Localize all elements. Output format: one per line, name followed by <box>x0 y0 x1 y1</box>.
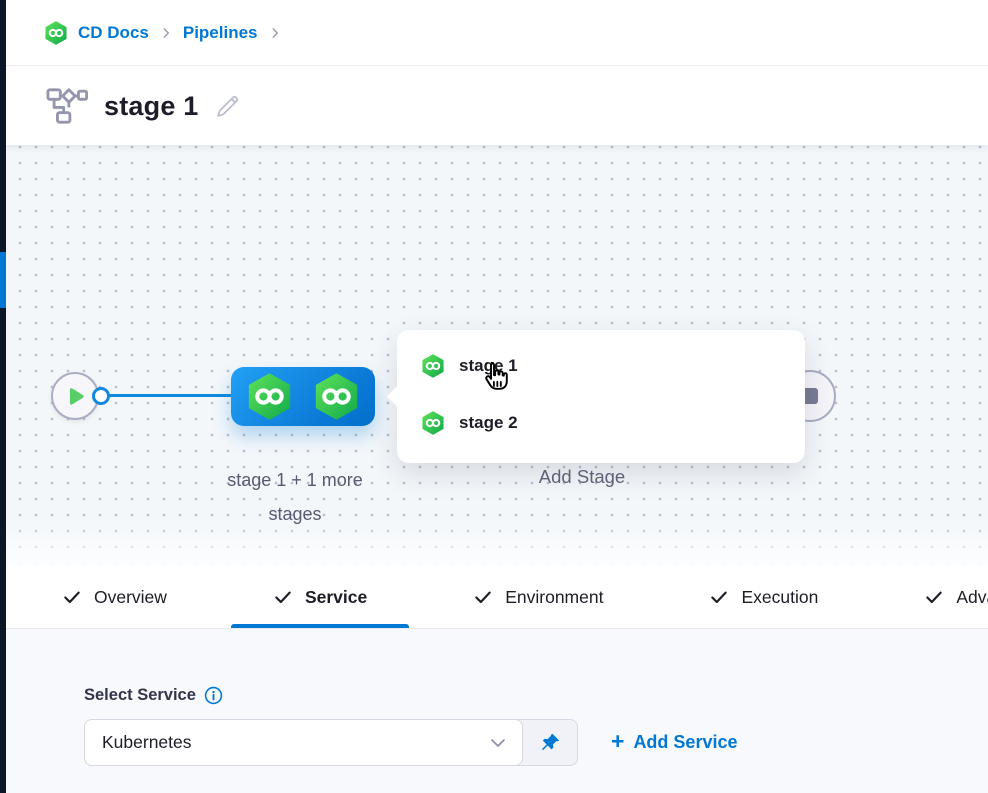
popover-item-stage-1[interactable]: stage 1 <box>421 351 805 381</box>
stage-config-tabs: Overview Service Environment Execution A… <box>6 566 988 629</box>
stage-group-node[interactable] <box>231 367 375 426</box>
plus-icon: + <box>611 728 625 754</box>
service-select-widget: Kubernetes <box>84 719 578 766</box>
popover-arrow <box>386 385 409 408</box>
stage-hexagon-icon <box>421 354 445 378</box>
popover-item-label: stage 2 <box>459 413 518 432</box>
stage-hexagon-icon <box>246 373 293 420</box>
stage-list-popover: stage 1 stage 2 <box>386 330 805 463</box>
pencil-icon[interactable] <box>214 93 241 120</box>
stage-hexagon-icon <box>313 373 360 420</box>
collapsed-sidebar-rail[interactable] <box>0 0 6 793</box>
tab-environment[interactable]: Environment <box>431 566 645 628</box>
chevron-right-icon <box>159 26 173 40</box>
stage-graph-icon <box>46 88 88 124</box>
harness-pipeline-icon <box>44 21 68 45</box>
check-icon <box>473 587 493 607</box>
check-icon <box>924 587 944 607</box>
sidebar-active-indicator <box>0 252 6 308</box>
pipeline-start-node[interactable] <box>51 372 99 420</box>
pipeline-canvas[interactable]: stage 1 + 1 more stages Add Stage stage … <box>6 145 988 566</box>
add-service-label: Add Service <box>633 732 738 752</box>
service-tab-panel: Select Service Kubernetes + Add Service <box>6 629 988 793</box>
pipeline-edge <box>108 394 232 397</box>
stage-title-bar: stage 1 <box>6 67 988 145</box>
play-icon <box>69 388 84 405</box>
tab-service[interactable]: Service <box>230 566 410 628</box>
breadcrumb: CD Docs Pipelines <box>6 0 988 66</box>
chevron-down-icon <box>491 738 505 747</box>
tab-execution[interactable]: Execution <box>667 566 860 628</box>
node-connector-port[interactable] <box>92 387 110 405</box>
breadcrumb-cd-docs[interactable]: CD Docs <box>78 22 149 42</box>
check-icon <box>62 587 82 607</box>
stage-hexagon-icon <box>421 411 445 435</box>
tab-label: Advanced <box>956 586 988 607</box>
selected-service-value: Kubernetes <box>102 732 192 752</box>
check-icon <box>709 587 729 607</box>
add-stage-button[interactable]: Add Stage <box>538 466 626 487</box>
tab-advanced[interactable]: Advanced <box>882 566 988 628</box>
info-icon[interactable] <box>204 686 223 705</box>
select-service-label: Select Service <box>84 686 196 704</box>
tab-overview[interactable]: Overview <box>20 566 209 628</box>
popover-item-label: stage 1 <box>459 356 518 375</box>
check-icon <box>273 587 293 607</box>
pin-icon <box>541 733 559 751</box>
popover-item-stage-2[interactable]: stage 2 <box>421 408 805 438</box>
pin-service-button[interactable] <box>523 720 577 765</box>
add-service-button[interactable]: + Add Service <box>611 728 738 754</box>
breadcrumb-pipelines[interactable]: Pipelines <box>182 22 258 42</box>
canvas-bottom-fade <box>6 518 988 566</box>
tab-label: Environment <box>505 586 604 607</box>
stage-group-label: stage 1 + 1 more stages <box>227 470 363 524</box>
tab-label: Overview <box>94 586 167 607</box>
tab-label: Service <box>304 586 368 607</box>
stop-icon <box>802 388 818 404</box>
service-select-dropdown[interactable]: Kubernetes <box>84 719 523 766</box>
page-title: stage 1 <box>104 90 199 121</box>
hand-pointer-cursor <box>485 362 508 390</box>
tab-label: Execution <box>741 586 819 607</box>
chevron-right-icon <box>268 26 282 40</box>
